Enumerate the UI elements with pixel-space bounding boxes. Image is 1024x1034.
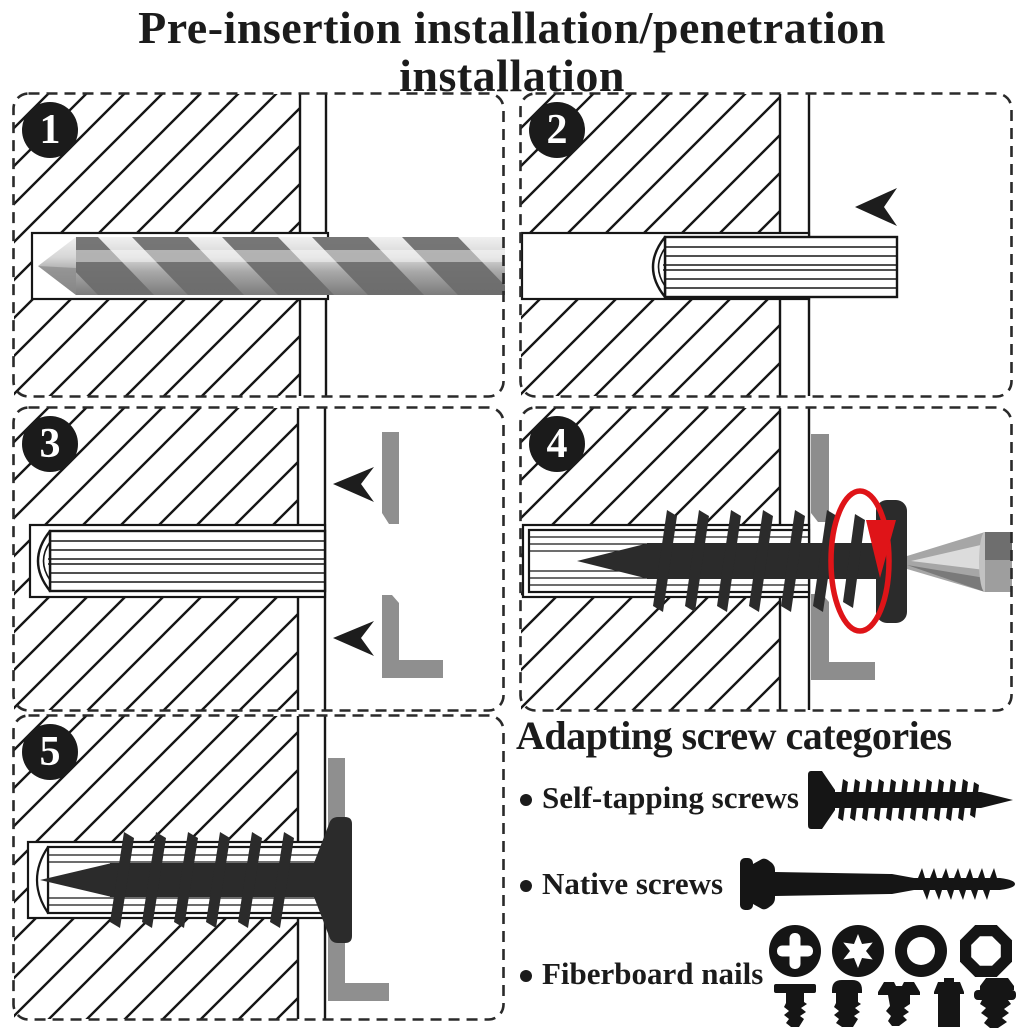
panel-dashed-border	[519, 92, 1013, 398]
screw-icon	[40, 817, 352, 943]
step-panel-4: 4	[519, 406, 1013, 712]
step-number-badge: 4	[529, 416, 585, 472]
panel-dashed-border	[519, 406, 1013, 712]
step-number-badge: 2	[529, 102, 585, 158]
self-tapping-screw-icon	[808, 771, 1013, 829]
pan-head-screw-icon	[832, 980, 862, 1027]
rotation-indicator-icon	[828, 488, 896, 634]
bracket-plate-icon	[811, 434, 829, 522]
drill-bit-icon	[38, 237, 505, 295]
anchor-seated-illustration	[12, 406, 505, 712]
step-number: 4	[546, 421, 568, 467]
truss-head-screw-icon	[878, 982, 920, 1026]
screw-category-label: Self-tapping screws	[542, 780, 799, 815]
wall-anchor-icon	[651, 235, 899, 299]
page-title: Pre-insertion installation/penetration i…	[0, 4, 1024, 100]
panel-dashed-border	[12, 714, 505, 1021]
torx-star-head-icon	[832, 925, 884, 977]
screw-seated-illustration	[12, 714, 505, 1021]
step-number-badge: 1	[22, 102, 78, 158]
insert-direction-arrow-icon	[855, 188, 897, 226]
page-title-line1: Pre-insertion installation/penetration	[138, 2, 886, 53]
native-screw-icon	[740, 858, 1015, 910]
step-number-badge: 5	[22, 724, 78, 780]
drive-screw-illustration	[519, 406, 1013, 712]
adapting-screw-section: Adapting screw categories Self-tapping s…	[516, 710, 1016, 1028]
drill-hole-illustration	[12, 92, 505, 398]
step-panel-1: 1	[12, 92, 505, 398]
page-title-line2: installation	[399, 49, 625, 101]
screw-category-row: Fiberboard nails	[516, 922, 1016, 1028]
step-panel-5: 5	[12, 714, 505, 1021]
hex-washer-screw-icon	[974, 978, 1016, 1028]
screw-category-label: Native screws	[542, 866, 724, 901]
mount-direction-arrow-icon	[333, 621, 374, 656]
bullet-dot	[520, 880, 532, 892]
screw-head	[314, 817, 352, 943]
step-number: 1	[39, 107, 61, 153]
adapting-section-heading: Adapting screw categories	[516, 713, 952, 758]
flat-head-screw-icon	[774, 984, 816, 1027]
panel-dashed-border	[12, 406, 505, 712]
screw-category-label: Fiberboard nails	[542, 956, 764, 991]
wall-anchor-icon	[36, 529, 327, 593]
rotation-arrow-icon	[866, 520, 896, 578]
step-number-badge: 3	[22, 416, 78, 472]
bracket-plate-icon	[382, 432, 399, 524]
step-panel-2: 2	[519, 92, 1013, 398]
round-ring-head-icon	[895, 925, 947, 977]
step-panel-3: 3	[12, 406, 505, 712]
phillips-head-icon	[769, 925, 821, 977]
l-bracket-icon	[811, 594, 875, 680]
fiberboard-nail-icons	[769, 925, 1016, 1028]
screw-category-row: Self-tapping screws	[516, 758, 1016, 842]
screwdriver-icon	[907, 532, 1012, 592]
hex-ring-head-icon	[960, 925, 1012, 977]
step-number: 3	[39, 421, 61, 467]
l-bracket-icon	[382, 595, 443, 678]
bullet-dot	[520, 970, 532, 982]
insert-anchor-illustration	[519, 92, 1013, 398]
screw-category-row: Native screws	[516, 844, 1016, 928]
mount-direction-arrow-icon	[333, 467, 374, 502]
step-number: 5	[39, 729, 61, 775]
bullet-dot	[520, 794, 532, 806]
step-number: 2	[546, 107, 568, 153]
panel-dashed-border	[12, 92, 505, 398]
cheese-head-screw-icon	[934, 978, 964, 1027]
